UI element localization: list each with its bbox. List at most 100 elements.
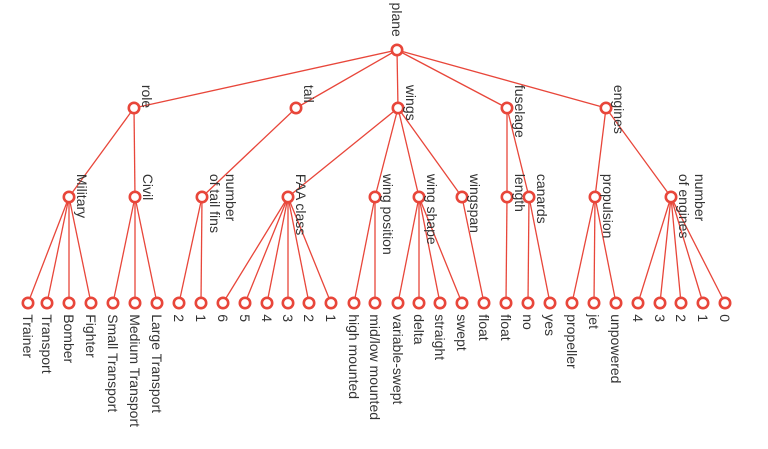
- tree-node-2[interactable]: 2: [673, 296, 689, 322]
- tree-node-5[interactable]: 5: [237, 296, 253, 322]
- tree-node-wings[interactable]: wings: [391, 84, 419, 121]
- node-circle[interactable]: [216, 296, 230, 310]
- tree-node-1[interactable]: 1: [193, 296, 209, 322]
- node-circle[interactable]: [455, 190, 469, 204]
- tree-node-length[interactable]: length: [500, 174, 528, 212]
- tree-node-float[interactable]: float: [476, 296, 492, 341]
- node-circle[interactable]: [106, 296, 120, 310]
- tree-node-no[interactable]: no: [520, 296, 536, 330]
- node-circle[interactable]: [674, 296, 688, 310]
- node-circle[interactable]: [543, 296, 557, 310]
- node-circle[interactable]: [172, 296, 186, 310]
- tree-node-transport[interactable]: Transport: [39, 296, 55, 374]
- node-circle[interactable]: [391, 296, 405, 310]
- tree-node-4[interactable]: 4: [630, 296, 646, 322]
- tree-node-canards[interactable]: canards: [522, 174, 550, 224]
- tree-node-medium-transport[interactable]: Medium Transport: [127, 296, 143, 427]
- tree-node-2[interactable]: 2: [171, 296, 187, 322]
- tree-node-high-mounted[interactable]: high mounted: [346, 296, 362, 399]
- tree-node-bomber[interactable]: Bomber: [61, 296, 77, 364]
- tree-node-tail[interactable]: tail: [289, 85, 317, 115]
- node-circle[interactable]: [412, 296, 426, 310]
- node-circle[interactable]: [455, 296, 469, 310]
- node-circle[interactable]: [500, 190, 514, 204]
- node-circle[interactable]: [653, 296, 667, 310]
- node-circle[interactable]: [281, 190, 295, 204]
- tree-node-0[interactable]: 0: [717, 296, 733, 322]
- tree-node-mid-low-mounted[interactable]: mid/low mounted: [367, 296, 383, 420]
- tree-node-number-of-engines[interactable]: numberof engines: [664, 174, 708, 239]
- node-circle[interactable]: [347, 296, 361, 310]
- tree-node-variable-swept[interactable]: variable-swept: [390, 296, 406, 405]
- tree-node-fighter[interactable]: Fighter: [83, 296, 99, 358]
- tree-node-trainer[interactable]: Trainer: [20, 296, 36, 359]
- node-circle[interactable]: [128, 190, 142, 204]
- tree-node-1[interactable]: 1: [323, 296, 339, 322]
- tree-node-fuselage[interactable]: fuselage: [500, 85, 528, 138]
- node-circle[interactable]: [21, 296, 35, 310]
- node-circle[interactable]: [62, 190, 76, 204]
- tree-node-swept[interactable]: swept: [454, 296, 470, 351]
- node-circle[interactable]: [718, 296, 732, 310]
- node-circle[interactable]: [195, 190, 209, 204]
- node-circle[interactable]: [500, 101, 514, 115]
- tree-node-3[interactable]: 3: [280, 296, 296, 322]
- node-circle[interactable]: [565, 296, 579, 310]
- tree-node-large-transport[interactable]: Large Transport: [149, 296, 165, 413]
- node-circle[interactable]: [62, 296, 76, 310]
- node-circle[interactable]: [631, 296, 645, 310]
- node-circle[interactable]: [302, 296, 316, 310]
- tree-node-4[interactable]: 4: [259, 296, 275, 322]
- node-circle[interactable]: [150, 296, 164, 310]
- node-circle[interactable]: [238, 296, 252, 310]
- node-circle[interactable]: [433, 296, 447, 310]
- tree-node-engines[interactable]: engines: [599, 85, 627, 134]
- node-circle[interactable]: [260, 296, 274, 310]
- tree-node-yes[interactable]: yes: [542, 296, 558, 336]
- node-circle[interactable]: [324, 296, 338, 310]
- node-circle[interactable]: [368, 190, 382, 204]
- tree-node-number-of-tail-fins[interactable]: numberof tail fins: [195, 174, 239, 233]
- tree-node-delta[interactable]: delta: [411, 296, 427, 345]
- node-circle[interactable]: [128, 296, 142, 310]
- node-circle[interactable]: [521, 296, 535, 310]
- node-circle[interactable]: [194, 296, 208, 310]
- tree-node-3[interactable]: 3: [652, 296, 668, 322]
- node-circle[interactable]: [599, 101, 613, 115]
- tree-node-unpowered[interactable]: unpowered: [608, 296, 624, 384]
- node-circle[interactable]: [588, 190, 602, 204]
- node-circle[interactable]: [499, 296, 513, 310]
- tree-node-small-transport[interactable]: Small Transport: [105, 296, 121, 413]
- node-circle[interactable]: [391, 101, 405, 115]
- node-circle[interactable]: [390, 43, 404, 57]
- node-circle[interactable]: [412, 190, 426, 204]
- tree-node-role[interactable]: role: [127, 85, 155, 115]
- node-circle[interactable]: [84, 296, 98, 310]
- tree-node-propulsion[interactable]: propulsion: [588, 174, 616, 239]
- tree-node-6[interactable]: 6: [215, 296, 231, 322]
- node-circle[interactable]: [522, 190, 536, 204]
- tree-node-2[interactable]: 2: [301, 296, 317, 322]
- tree-node-propeller[interactable]: propeller: [564, 296, 580, 369]
- tree-node-wing-position[interactable]: wing position: [368, 173, 396, 255]
- node-circle[interactable]: [664, 190, 678, 204]
- node-circle[interactable]: [289, 101, 303, 115]
- node-circle[interactable]: [127, 101, 141, 115]
- tree-node-jet[interactable]: jet: [586, 296, 602, 329]
- tree-node-civil[interactable]: Civil: [128, 174, 156, 204]
- node-circle[interactable]: [477, 296, 491, 310]
- node-circle[interactable]: [587, 296, 601, 310]
- node-circle[interactable]: [609, 296, 623, 310]
- tree-node-1[interactable]: 1: [695, 296, 711, 322]
- tree-node-wing-shape[interactable]: wing shape: [412, 173, 440, 245]
- tree-node-wingspan[interactable]: wingspan: [455, 173, 483, 233]
- tree-node-military[interactable]: Military: [62, 174, 90, 218]
- node-circle[interactable]: [40, 296, 54, 310]
- node-circle[interactable]: [281, 296, 295, 310]
- tree-node-straight[interactable]: straight: [432, 296, 448, 360]
- tree-node-float[interactable]: float: [498, 296, 514, 341]
- tree-node-plane[interactable]: plane: [389, 3, 405, 57]
- node-circle[interactable]: [696, 296, 710, 310]
- node-circle[interactable]: [368, 296, 382, 310]
- tree-node-faa-class[interactable]: FAA class: [281, 174, 309, 235]
